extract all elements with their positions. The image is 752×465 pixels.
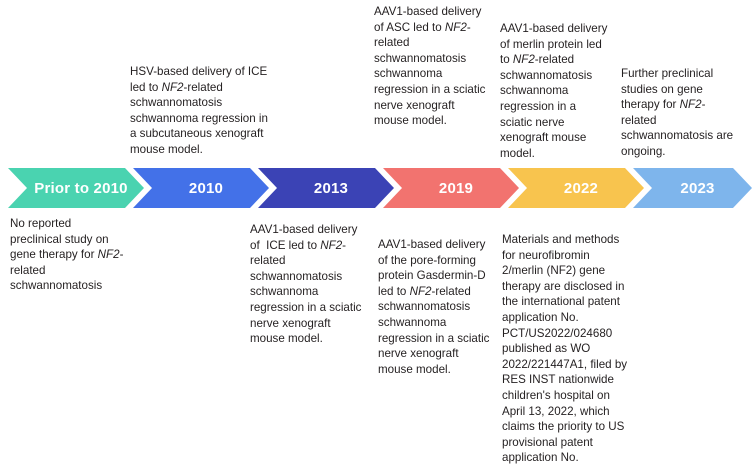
timeline-label-2010: 2010	[188, 179, 224, 197]
gene-name-nf2: NF2	[444, 20, 467, 34]
gene-name-nf2: NF2	[97, 248, 120, 262]
timeline-arrow-prior-to-2010[interactable]: Prior to 2010	[8, 168, 144, 208]
note-2013-below: AAV1-based delivery of ICE led to NF2-re…	[250, 223, 362, 346]
gene-name-nf2: NF2	[409, 284, 432, 298]
timeline-label-2022: 2022	[563, 179, 599, 197]
timeline-arrow-2010[interactable]: 2010	[133, 168, 269, 208]
gene-name-nf2: NF2	[320, 238, 343, 252]
timeline-label-2023: 2023	[680, 179, 715, 197]
note-2023-above: Further preclinical studies on gene ther…	[621, 67, 734, 158]
gene-name-nf2: NF2	[679, 98, 702, 112]
timeline-arrow-2019[interactable]: 2019	[383, 168, 519, 208]
note-prior-to-2010-below: No reported preclinical study on gene th…	[10, 217, 124, 293]
note-2019-above: AAV1-based delivery of ASC led to NF2-re…	[374, 5, 486, 128]
gene-name-nf2: NF2	[161, 80, 184, 94]
note-2022-above: AAV1-based delivery of merlin protein le…	[500, 22, 608, 160]
note-2022-below: Materials and methods for neurofibromin …	[502, 233, 628, 465]
timeline-label-2013: 2013	[313, 179, 349, 197]
timeline-arrow-2013[interactable]: 2013	[258, 168, 394, 208]
timeline-arrow-band: Prior to 2010 2010 2013 2019 2022 2023	[0, 168, 752, 208]
timeline-label-prior-to-2010: Prior to 2010	[34, 179, 128, 197]
gene-name-nf2: NF2	[512, 53, 535, 67]
note-2019-below: AAV1-based delivery of the pore-forming …	[378, 238, 490, 376]
timeline-label-2019: 2019	[438, 179, 474, 197]
timeline-arrow-2023[interactable]: 2023	[633, 168, 752, 208]
timeline-arrow-2022[interactable]: 2022	[508, 168, 644, 208]
note-2010-above: HSV-based delivery of ICE led to NF2-rel…	[130, 65, 268, 156]
